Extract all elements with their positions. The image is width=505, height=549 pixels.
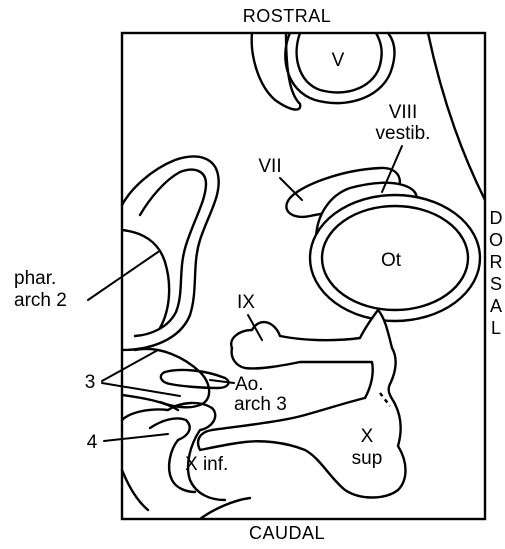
leader-three-lower [102,383,180,396]
dorsal-letter-o: O [489,230,503,250]
caudal-label: CAUDAL [249,523,325,543]
leader-ao-arch-3 [210,380,234,383]
label-ix: IX [237,292,255,313]
dorsal-letter-r: R [490,252,503,272]
dorsal-label: D O R S A L [489,208,503,338]
dorsal-boundary-curve [428,33,485,200]
label-x-line2: sup [352,448,383,469]
rostral-label: ROSTRAL [243,6,332,26]
label-phar-line1: phar. [14,268,56,289]
dorsal-letter-s: S [490,274,502,294]
label-ot: Ot [381,250,402,271]
ganglion-ix-x-complex [198,310,405,498]
aortic-arch-3-vessel [161,370,229,388]
label-x-line1: X [361,426,374,447]
label-v: V [332,50,345,71]
dorsal-letter-d: D [490,208,503,228]
pharyngeal-arch-2 [122,156,219,350]
label-ao-line1: Ao. [235,374,264,395]
leader-three-upper [102,350,158,381]
dorsal-letter-l: L [491,318,501,338]
label-ao-line2: arch 3 [234,394,287,415]
label-x-inf: X inf. [185,454,228,475]
label-phar-line2: arch 2 [14,290,67,311]
label-viii-line1: VIII [389,102,418,123]
label-four: 4 [87,432,98,453]
label-vii: VII [258,156,281,177]
dorsal-letter-a: A [490,296,502,316]
rostral-lobe [252,33,301,110]
label-viii-line2: vestib. [376,123,431,144]
leader-four [104,434,168,441]
label-three: 3 [85,372,96,393]
